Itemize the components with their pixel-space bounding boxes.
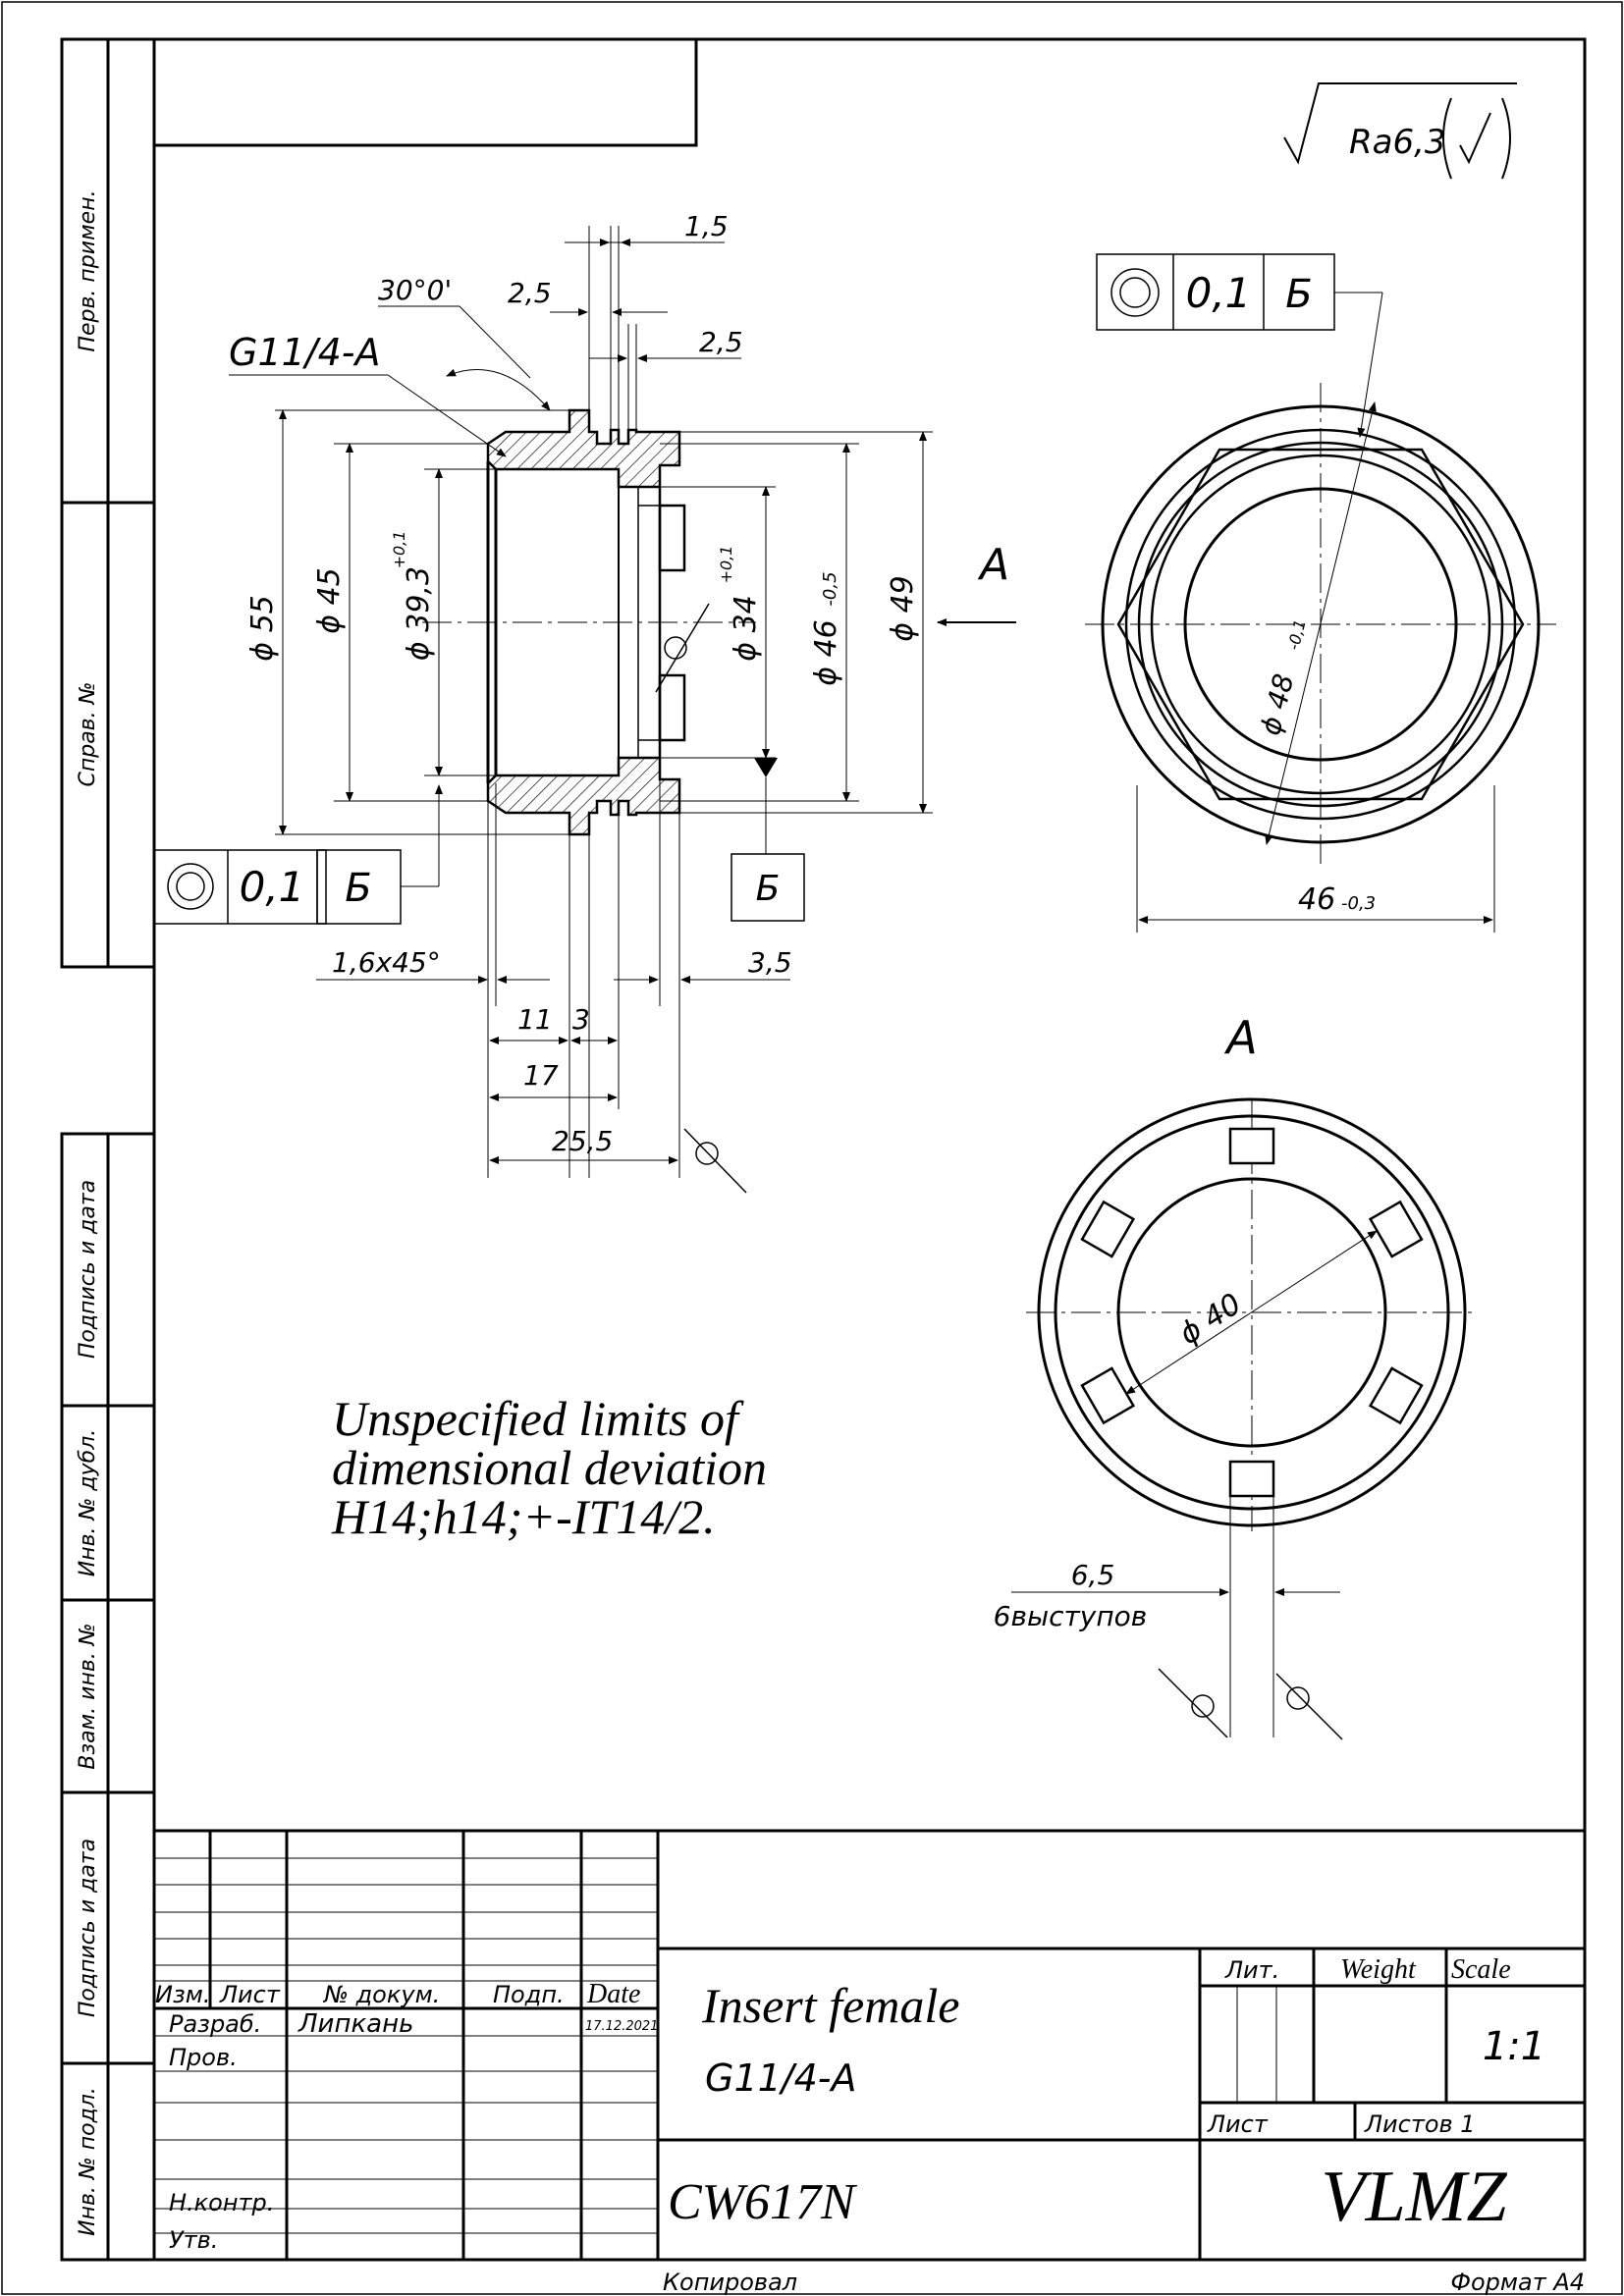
view-arrow-a: A bbox=[977, 540, 1009, 590]
tb-razrab-name: Липкань bbox=[298, 2009, 413, 2039]
tb-company: VLMZ bbox=[1321, 2157, 1507, 2237]
dim-3: 3 bbox=[572, 1003, 590, 1036]
tb-weight: Weight bbox=[1340, 1954, 1417, 1985]
end-view: ϕ 48 -0,1 46 -0,3 0,1 Б bbox=[1085, 253, 1556, 933]
tb-part-name: Insert female bbox=[701, 1978, 959, 2033]
dim-3-5: 3,5 bbox=[748, 946, 792, 979]
tb-razrab: Разраб. bbox=[169, 2010, 261, 2038]
dim-d46-tol: -0,5 bbox=[820, 571, 840, 606]
dim-d55: ϕ 55 bbox=[245, 595, 280, 662]
tb-nkontr: Н.контр. bbox=[169, 2189, 274, 2216]
dim-d48: ϕ 48 bbox=[1254, 670, 1300, 738]
tb-h-podp: Подп. bbox=[493, 1981, 565, 2008]
dim-lug-count: 6выступов bbox=[994, 1600, 1148, 1632]
section-view: ϕ 55 ϕ 45 ϕ 39,3 +0,1 ϕ 34 +0,1 ϕ 46 -0,… bbox=[153, 210, 1016, 1194]
dim-lug-width: 6,5 bbox=[1071, 1559, 1115, 1591]
top-left-box bbox=[152, 37, 698, 147]
tb-part-thread: G11/4-A bbox=[705, 2056, 857, 2100]
tb-scale: Scale bbox=[1451, 1954, 1511, 1985]
roughness-value: Ra6,3 bbox=[1349, 123, 1446, 162]
thread-label: G11/4-A bbox=[229, 331, 381, 374]
notes: Unspecified limits of dimensional deviat… bbox=[331, 1391, 767, 1544]
tolerance-right-datum: Б bbox=[1285, 272, 1312, 317]
datum-b-label: Б bbox=[756, 869, 781, 909]
dim-2-5a: 2,5 bbox=[508, 277, 552, 309]
side-label-inv-no-dubl: Инв. № дубл. bbox=[76, 1429, 100, 1577]
side-label-perv-primen: Перв. примен. bbox=[76, 189, 100, 351]
tb-h-date: Date bbox=[586, 1979, 640, 2009]
dim-d34-tol: +0,1 bbox=[717, 546, 735, 584]
dim-across-flats-tol: -0,3 bbox=[1341, 893, 1376, 914]
dim-2-5b: 2,5 bbox=[699, 326, 743, 358]
dim-d46: ϕ 46 bbox=[809, 619, 843, 686]
side-label-sprav-no: Справ. № bbox=[76, 681, 100, 786]
side-label-podpis-data-2: Подпись и дата bbox=[76, 1839, 100, 2017]
dim-d49: ϕ 49 bbox=[886, 575, 920, 642]
dim-d34: ϕ 34 bbox=[729, 595, 763, 662]
tb-h-dokum: № докум. bbox=[322, 1981, 440, 2008]
view-a-lugs bbox=[1080, 1127, 1424, 1498]
tolerance-frame-left: 0,1 Б bbox=[153, 784, 443, 925]
tb-list: Лист bbox=[1207, 2110, 1269, 2138]
roughness-symbol: Ra6,3 bbox=[1283, 82, 1517, 180]
tb-h-list: Лист bbox=[219, 1981, 281, 2008]
tb-h-izm: Изм. bbox=[155, 1981, 210, 2008]
tolerance-left-datum: Б bbox=[345, 866, 371, 911]
title-block: Изм. Лист № докум. Подп. Date Разраб. Ли… bbox=[154, 1829, 1585, 2260]
dim-1-5: 1,5 bbox=[684, 210, 729, 242]
tb-lit: Лит. bbox=[1224, 1956, 1279, 1984]
tolerance-left-value: 0,1 bbox=[240, 863, 305, 911]
side-label-podpis-data-1: Подпись и дата bbox=[76, 1180, 100, 1359]
section-wall-top bbox=[486, 408, 681, 489]
dim-across-flats: 46 bbox=[1298, 882, 1335, 917]
chamfer-angle: 30°0' bbox=[378, 274, 452, 306]
dim-chamfer: 1,6x45° bbox=[332, 946, 441, 979]
tb-utv: Утв. bbox=[169, 2226, 218, 2254]
side-strip: Перв. примен. Справ. № Подпись и дата Ин… bbox=[60, 37, 156, 2262]
dim-17: 17 bbox=[523, 1059, 559, 1092]
tb-listov: Листов 1 bbox=[1364, 2110, 1476, 2138]
tb-prov: Пров. bbox=[169, 2044, 238, 2071]
tolerance-frame-right: 0,1 Б bbox=[1096, 253, 1383, 438]
dim-d45: ϕ 45 bbox=[312, 567, 347, 634]
note-line-3: H14;h14;+-IT14/2. bbox=[331, 1489, 716, 1544]
tb-razrab-date: 17.12.2021 bbox=[585, 2019, 658, 2034]
dim-d39: ϕ 39,3 bbox=[402, 566, 436, 661]
tb-material: CW617N bbox=[668, 2174, 858, 2230]
side-label-vzam-inv-no: Взам. инв. № bbox=[76, 1623, 100, 1769]
tb-scale-value: 1:1 bbox=[1483, 2024, 1545, 2069]
footer-format: Формат A4 bbox=[1450, 2269, 1585, 2296]
footer-copied: Копировал bbox=[663, 2269, 797, 2296]
dim-d48-tol: -0,1 bbox=[1284, 617, 1310, 652]
view-a-title: A bbox=[1223, 1011, 1257, 1064]
dim-25-5: 25,5 bbox=[552, 1125, 613, 1157]
dim-d39-tol: +0,1 bbox=[390, 531, 408, 569]
dim-11: 11 bbox=[517, 1003, 553, 1036]
tolerance-right-value: 0,1 bbox=[1186, 269, 1252, 317]
note-line-1: Unspecified limits of bbox=[332, 1391, 744, 1446]
side-label-inv-no-podl: Инв. № подл. bbox=[76, 2087, 100, 2236]
datum-b-box bbox=[731, 853, 805, 922]
view-a: A ϕ 40 6,5 6выступов bbox=[994, 1011, 1478, 1740]
section-wall-bottom bbox=[486, 756, 681, 836]
dim-d40: ϕ 40 bbox=[1173, 1287, 1248, 1352]
note-line-2: dimensional deviation bbox=[332, 1440, 767, 1495]
